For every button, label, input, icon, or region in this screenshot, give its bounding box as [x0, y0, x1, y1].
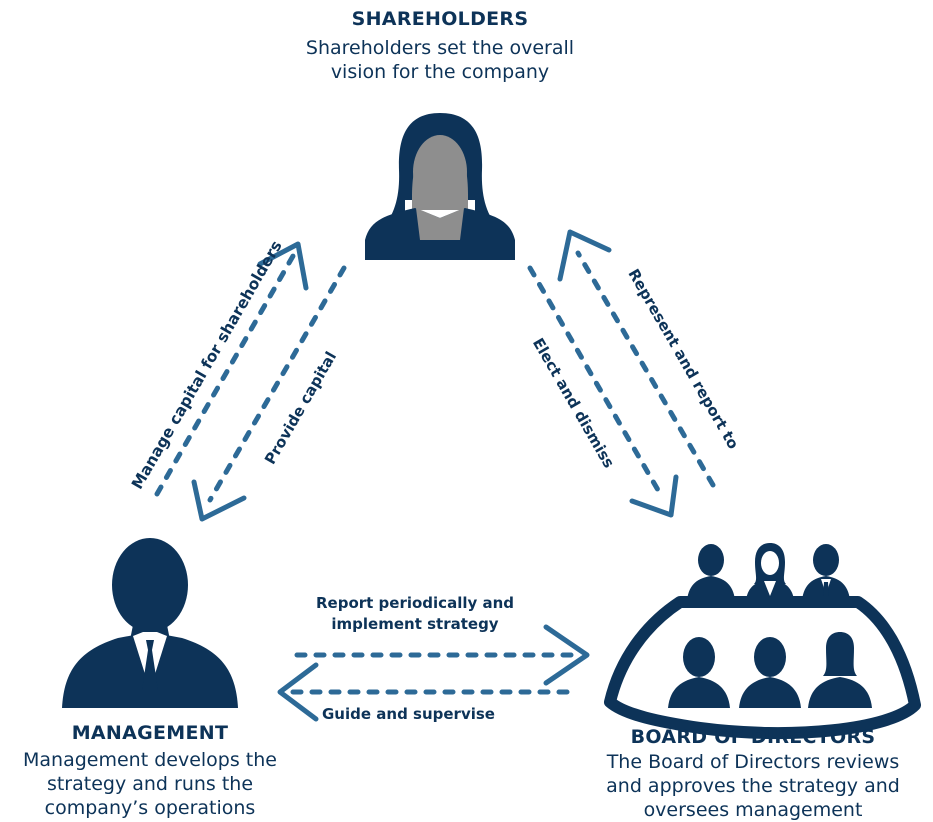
- board-title: BOARD OF DIRECTORS: [630, 726, 876, 748]
- management-desc-line-2: strategy and runs the: [46, 773, 254, 795]
- bottom-edge-arrows: [277, 624, 590, 722]
- arrow-manage-capital-line: [154, 253, 296, 497]
- management-man-icon: [62, 538, 238, 708]
- arrow-provide-capital-head: [191, 479, 247, 522]
- management-desc-line-3: company’s operations: [44, 797, 256, 819]
- board-desc-line-1: The Board of Directors reviews: [606, 751, 900, 773]
- board-desc-line-3: oversees management: [643, 799, 863, 821]
- shareholders-desc-line-2: vision for the company: [330, 61, 550, 83]
- arrow-represent-report-line: [575, 250, 716, 488]
- arrow-provide-capital-line: [207, 265, 347, 503]
- management-desc-line-1: Management develops the: [23, 749, 277, 771]
- board-description: The Board of Directors reviews and appro…: [593, 750, 913, 822]
- arrow-report-periodically-head: [543, 624, 590, 686]
- arrow-elect-dismiss-line: [527, 265, 665, 500]
- management-description: Management develops the strategy and run…: [0, 748, 300, 820]
- label-report-periodically: Report periodically and implement strate…: [300, 593, 530, 635]
- left-edge-arrows: [154, 241, 347, 522]
- label-report-line-1: Report periodically and: [315, 594, 515, 612]
- right-edge-arrows: [527, 229, 716, 518]
- shareholder-woman-icon: [365, 113, 515, 260]
- label-guide-supervise: Guide and supervise: [322, 705, 495, 723]
- arrow-manage-capital-head: [257, 241, 309, 291]
- arrow-elect-dismiss-head: [629, 474, 679, 518]
- board-desc-line-2: and approves the strategy and: [606, 775, 900, 797]
- management-title: MANAGEMENT: [71, 722, 229, 744]
- shareholders-desc-line-1: Shareholders set the overall: [305, 37, 575, 59]
- arrow-guide-supervise-head: [277, 662, 319, 722]
- arrow-represent-report-head: [557, 229, 612, 282]
- shareholders-description: Shareholders set the overall vision for …: [280, 36, 600, 84]
- board-table-icon: [604, 543, 921, 740]
- shareholders-title: SHAREHOLDERS: [351, 8, 529, 30]
- label-report-line-2: implement strategy: [331, 615, 499, 633]
